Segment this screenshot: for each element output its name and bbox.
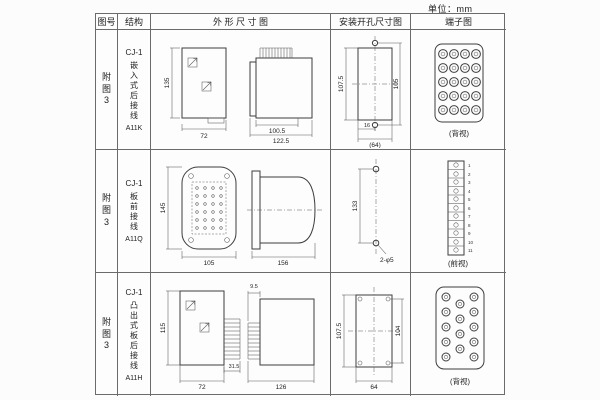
header-outline-label: 外 形 尺 寸 图 (212, 17, 268, 27)
rear-pins (223, 318, 240, 359)
dim-width: 105 (203, 260, 214, 267)
dim-width: (64) (369, 142, 381, 148)
terminal-number: 6 (468, 206, 471, 211)
cell-fig-no-row3: 附图3 (96, 273, 118, 396)
dim-pin-width: 31.5 (228, 364, 239, 370)
view-label: (背视) (450, 376, 470, 386)
header-mounting-label: 安装开孔尺寸图 (338, 17, 402, 27)
dim-height: 135 (164, 77, 171, 88)
terminal-drawing-row1: (背视) (434, 43, 484, 138)
fig-no: 附图3 (101, 71, 111, 106)
cell-mounting-row1: 107.5 105 16 (64) (331, 30, 411, 150)
view-label: (前视) (448, 258, 468, 268)
cell-outline-row1: 135 72 (151, 30, 331, 150)
terminal-number: 5 (468, 197, 471, 202)
dim-depth-overall: 122.5 (272, 138, 289, 145)
dim-cutout-height: 107.5 (338, 75, 345, 92)
header-fig-no: 图号 (96, 14, 118, 30)
terminal-drawing-row3: (背视) (435, 286, 485, 386)
dim-offset: 16 (363, 123, 369, 129)
terminal-number: 2 (468, 172, 471, 177)
dim-hole-pitch: 133 (352, 200, 359, 211)
outline-drawing-row2: 145 105 156 (160, 166, 322, 267)
mounting-drawing-row2: 133 2-φ5 (352, 159, 394, 264)
terminal-number: 3 (468, 180, 471, 185)
dim-pin-length: 9.5 (250, 284, 258, 290)
model-label: CJ-1 (125, 179, 143, 188)
terminal-pins (194, 186, 223, 230)
mounting-drawing-row1: 107.5 105 16 (64) (338, 35, 402, 148)
cell-terminal-row1: (背视) (411, 30, 506, 150)
structure-desc: 板前接线 (130, 192, 138, 231)
dim-height: 115 (160, 322, 167, 333)
side-view (247, 298, 314, 365)
terminal-drawing-row2: 1 2 3 4 5 6 7 8 9 10 11 (前视) (447, 160, 474, 268)
terminal-number: 8 (468, 223, 471, 228)
dim-hole-pitch: 104 (395, 325, 402, 336)
front-view (181, 166, 236, 250)
terminal-number: 1 (468, 163, 471, 168)
model-code: A11K (125, 124, 143, 132)
dim-width: 72 (200, 133, 208, 140)
structure-desc: 嵌入式后接线 (130, 60, 138, 120)
dim-width: 64 (370, 384, 378, 391)
header-terminal-label: 端子图 (444, 17, 472, 27)
terminal-number: 4 (468, 189, 471, 194)
view-label: (背视) (449, 128, 469, 138)
terminal-number: 11 (468, 248, 473, 253)
cell-terminal-row2: 1 2 3 4 5 6 7 8 9 10 11 (前视) (411, 150, 506, 273)
dim-cutout-height: 107.5 (336, 322, 343, 339)
outline-drawing-row1: 135 72 (164, 47, 312, 145)
terminal-number: 7 (468, 214, 471, 219)
dim-width: 72 (198, 384, 206, 391)
cell-outline-row3: 115 72 31.5 (151, 273, 331, 396)
header-fig-no-label: 图号 (97, 17, 116, 27)
outline-drawing-row3: 115 72 31.5 (160, 284, 314, 391)
header-structure-label: 结构 (124, 17, 143, 27)
cell-fig-no-row1: 附图3 (96, 30, 118, 150)
cell-fig-no-row2: 附图3 (96, 150, 118, 273)
cell-structure-row1: CJ-1 嵌入式后接线 A11K (118, 30, 151, 150)
header-structure: 结构 (118, 14, 151, 30)
unit-label: 单位：mm (428, 4, 473, 14)
side-view (249, 47, 312, 118)
cell-outline-row2: 145 105 156 (151, 150, 331, 273)
fig-no: 附图3 (101, 316, 111, 351)
cell-terminal-row3: (背视) (411, 273, 506, 396)
fig-no: 附图3 (101, 193, 111, 227)
header-mounting: 安装开孔尺寸图 (331, 14, 411, 30)
cell-structure-row3: CJ-1 凸出式板后接线 A11H (118, 273, 151, 396)
structure-desc: 凸出式板后接线 (130, 300, 138, 370)
cell-mounting-row3: 107.5 104 64 (331, 273, 411, 396)
header-outline: 外 形 尺 寸 图 (151, 14, 331, 30)
dim-depth: 126 (275, 384, 286, 391)
terminal-number: 10 (468, 240, 474, 245)
front-view (179, 290, 240, 365)
dim-hole-pitch: 105 (393, 78, 400, 89)
dim-holes: 2-φ5 (380, 257, 394, 264)
model-code: A11Q (125, 236, 143, 243)
front-view (181, 47, 226, 123)
model-label: CJ-1 (125, 287, 143, 297)
model-label: CJ-1 (125, 47, 143, 57)
side-view (246, 170, 322, 250)
dim-depth-inner: 100.5 (268, 128, 285, 135)
dim-depth: 156 (277, 260, 288, 267)
model-code: A11H (125, 374, 143, 382)
cell-mounting-row2: 133 2-φ5 (331, 150, 411, 273)
terminal-number: 9 (468, 231, 471, 236)
header-terminal: 端子图 (411, 14, 506, 30)
dim-height: 145 (160, 202, 167, 213)
cell-structure-row2: CJ-1 板前接线 A11Q (118, 150, 151, 273)
spec-table: 图号 结构 外 形 尺 寸 图 安装开孔尺寸图 端子图 附图3 CJ-1 嵌入式… (95, 13, 506, 396)
mounting-drawing-row3: 107.5 104 64 (336, 286, 404, 391)
